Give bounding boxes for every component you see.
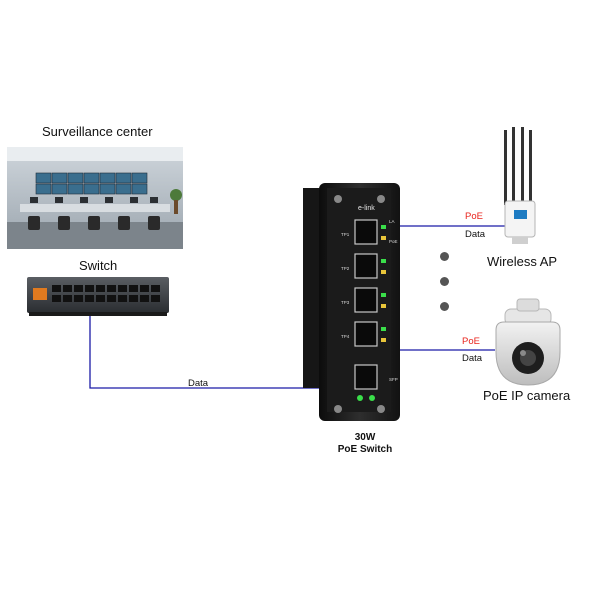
- ellipsis-dot-3: [440, 302, 449, 311]
- poe-switch-caption-line2: PoE Switch: [337, 444, 393, 455]
- switch-image: [27, 277, 169, 316]
- port-label-2: TP2: [341, 266, 350, 271]
- ellipsis-dot-2: [440, 277, 449, 286]
- poe-switch-caption-line1: 30W: [354, 432, 376, 443]
- status-leds: [357, 225, 386, 401]
- poe-ip-camera-image: [495, 298, 561, 386]
- poe-switch-caption: 30W PoE Switch: [330, 432, 400, 456]
- port-label-sfp: SFP: [389, 377, 398, 382]
- surveillance-center-image: [7, 147, 183, 249]
- led-label-poe: PoE: [389, 239, 398, 244]
- port-label-3: TP3: [341, 300, 350, 305]
- rj45-ports: [354, 219, 378, 390]
- led-label-la: LA: [389, 219, 395, 224]
- link-label-poe-top: PoE: [465, 211, 483, 222]
- wireless-ap-image: [504, 127, 536, 244]
- device-brand: e-link: [358, 205, 375, 212]
- ellipsis-dot-1: [440, 252, 449, 261]
- poe-switch-device: [303, 183, 400, 421]
- link-switch-to-poe-switch: [89, 316, 368, 389]
- surveillance-center-label: Surveillance center: [42, 124, 153, 139]
- port-label-4: TP4: [341, 334, 350, 339]
- switch-label: Switch: [79, 258, 118, 273]
- link-label-data-bottom: Data: [462, 353, 483, 364]
- wireless-ap-label: Wireless AP: [487, 254, 558, 269]
- port-label-1: TP1: [341, 232, 350, 237]
- link-label-poe-bottom: PoE: [462, 336, 480, 347]
- link-label-data-top: Data: [465, 229, 486, 240]
- poe-ip-camera-label: PoE IP camera: [483, 388, 571, 403]
- link-label-data-left: Data: [188, 378, 209, 389]
